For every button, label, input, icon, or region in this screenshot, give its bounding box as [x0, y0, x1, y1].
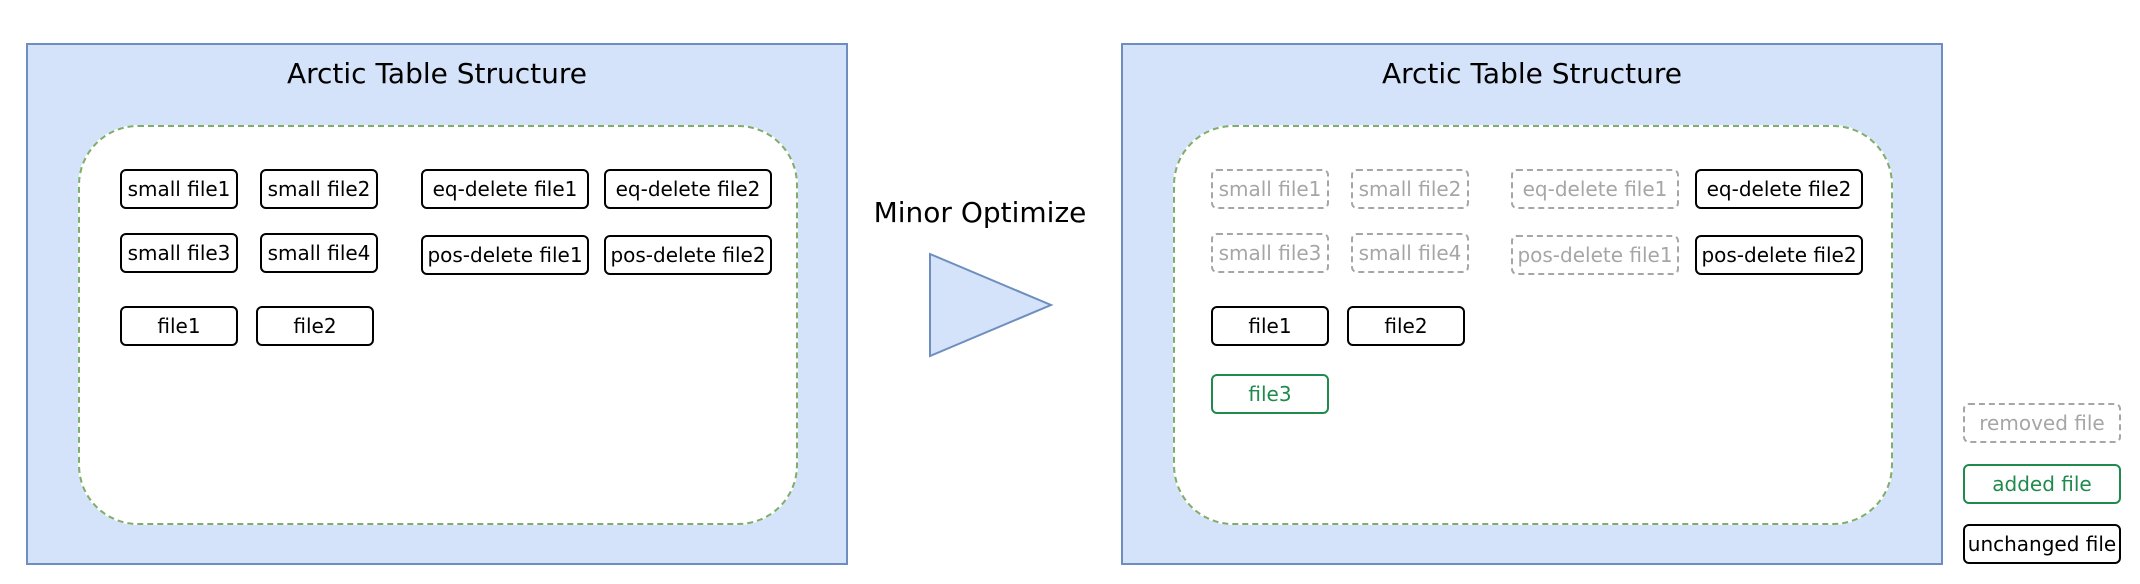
left-file-container: small file1 small file2 small file3 smal…	[78, 125, 798, 525]
file-pos-delete-file2: pos-delete file2	[604, 235, 772, 275]
file-file2: file2	[1347, 306, 1465, 346]
right-table-panel: Arctic Table Structure small file1 small…	[1121, 43, 1943, 565]
file-eq-delete-file1-removed: eq-delete file1	[1511, 169, 1679, 209]
file-small-file4: small file4	[260, 233, 378, 273]
file-pos-delete-file1: pos-delete file1	[421, 235, 589, 275]
left-panel-title: Arctic Table Structure	[286, 57, 588, 90]
file-small-file4-removed: small file4	[1351, 233, 1469, 273]
minor-optimize-label: Minor Optimize	[873, 196, 1087, 229]
file-eq-delete-file2: eq-delete file2	[1695, 169, 1863, 209]
arrow-right-icon	[929, 252, 1054, 358]
file-pos-delete-file1-removed: pos-delete file1	[1511, 235, 1679, 275]
right-panel-title: Arctic Table Structure	[1381, 57, 1683, 90]
file-file3-added: file3	[1211, 374, 1329, 414]
legend-unchanged-file: unchanged file	[1963, 524, 2121, 564]
left-table-panel: Arctic Table Structure small file1 small…	[26, 43, 848, 565]
file-small-file1: small file1	[120, 169, 238, 209]
file-small-file2: small file2	[260, 169, 378, 209]
legend-removed-file: removed file	[1963, 403, 2121, 443]
file-file1: file1	[1211, 306, 1329, 346]
right-file-container: small file1 small file2 small file3 smal…	[1173, 125, 1893, 525]
file-small-file2-removed: small file2	[1351, 169, 1469, 209]
file-file1: file1	[120, 306, 238, 346]
file-small-file3: small file3	[120, 233, 238, 273]
file-eq-delete-file1: eq-delete file1	[421, 169, 589, 209]
file-small-file1-removed: small file1	[1211, 169, 1329, 209]
file-small-file3-removed: small file3	[1211, 233, 1329, 273]
legend-added-file: added file	[1963, 464, 2121, 504]
file-eq-delete-file2: eq-delete file2	[604, 169, 772, 209]
file-file2: file2	[256, 306, 374, 346]
file-pos-delete-file2: pos-delete file2	[1695, 235, 1863, 275]
